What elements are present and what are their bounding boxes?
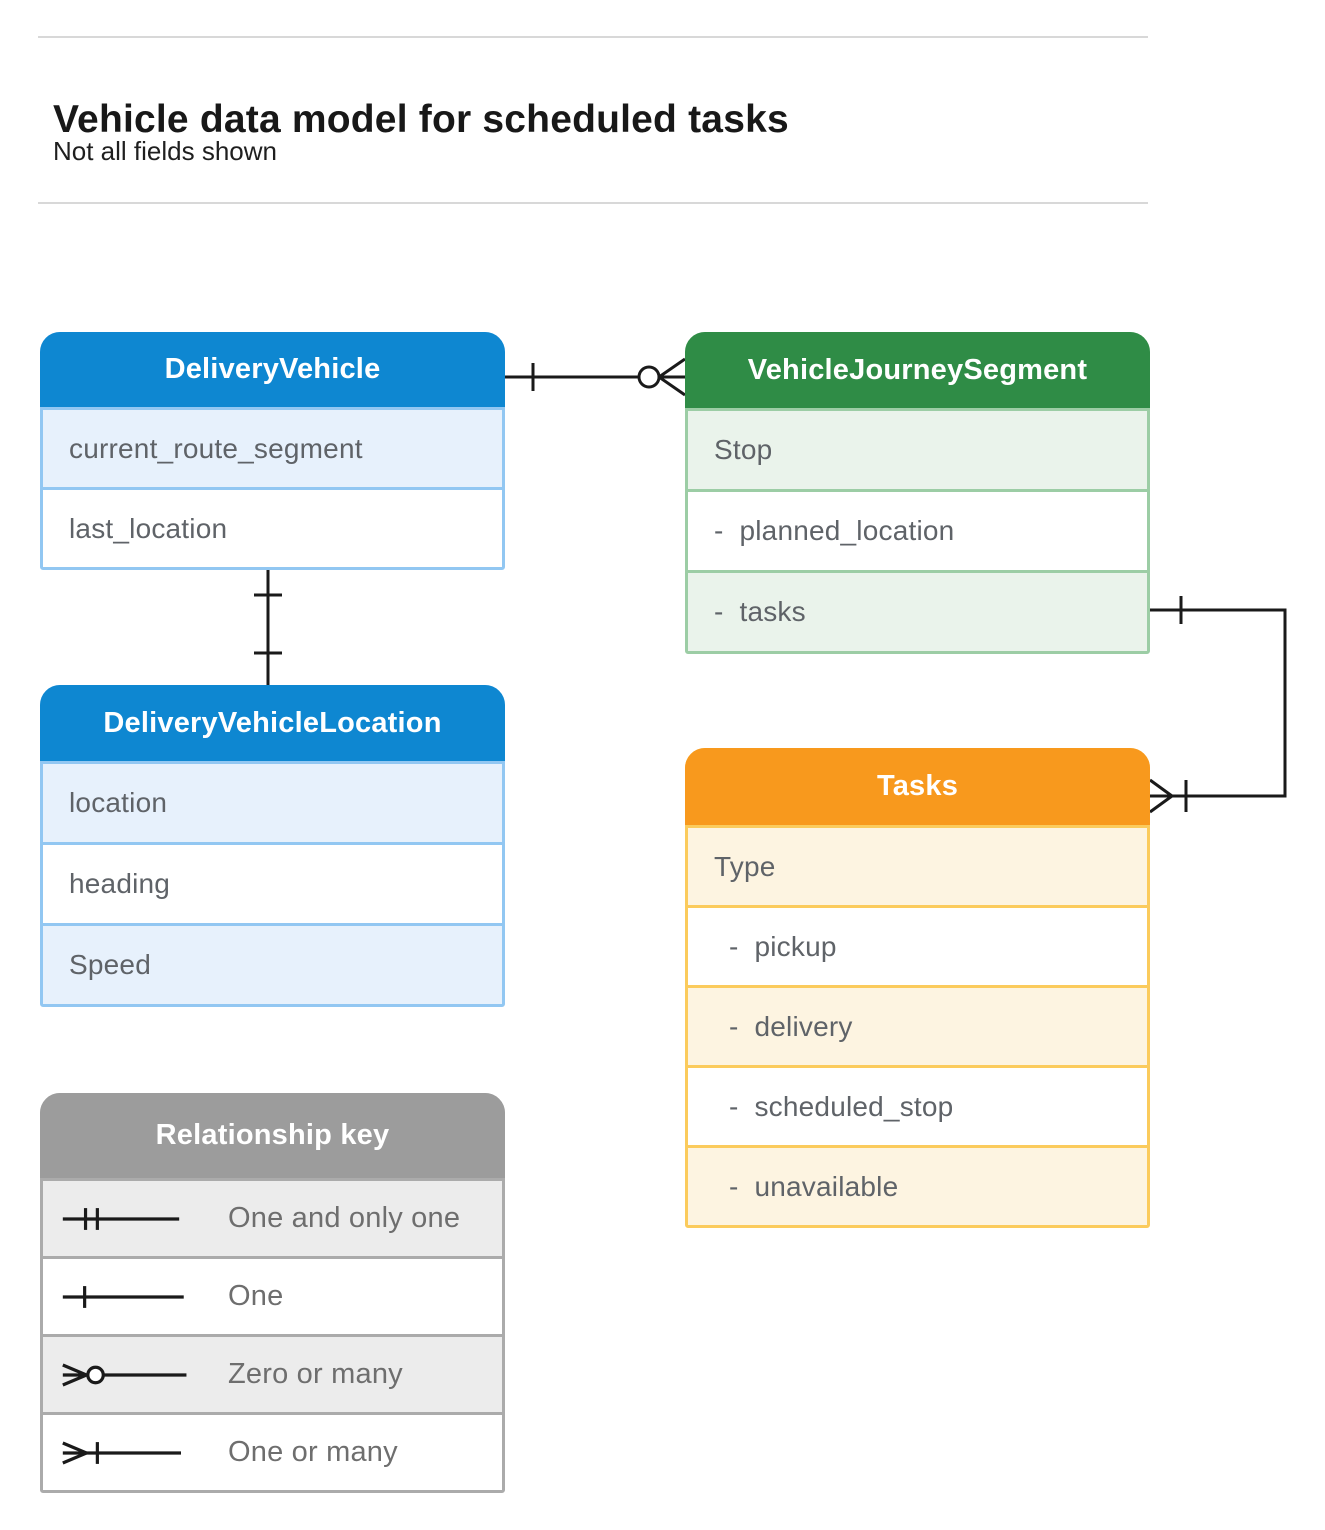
entity-vehicle-journey-segment: VehicleJourneySegment Stop - planned_loc…	[685, 332, 1150, 654]
key-label: One or many	[228, 1436, 398, 1468]
key-row: Zero or many	[43, 1334, 502, 1412]
top-divider	[38, 36, 1148, 38]
field-row: location	[43, 761, 502, 842]
key-row: One	[43, 1256, 502, 1334]
page-title: Vehicle data model for scheduled tasks	[53, 98, 789, 142]
field-row: - unavailable	[688, 1145, 1147, 1225]
field-row: current_route_segment	[43, 407, 502, 487]
field-row: heading	[43, 842, 502, 923]
entity-tasks: Tasks Type - pickup - delivery - schedul…	[685, 748, 1150, 1228]
entity-delivery-vehicle-location: DeliveryVehicleLocation location heading…	[40, 685, 505, 1007]
key-label: Zero or many	[228, 1358, 403, 1390]
entity-title: Tasks	[876, 770, 959, 802]
header-divider	[38, 202, 1148, 204]
key-row: One and only one	[43, 1178, 502, 1256]
connector-deliveryvehicle-deliveryvehiclelocation	[254, 567, 282, 685]
field-row: - pickup	[688, 905, 1147, 985]
field-row: Speed	[43, 923, 502, 1004]
relationship-key-title: Relationship key	[155, 1119, 390, 1151]
field-row: - planned_location	[688, 489, 1147, 570]
entity-vehicle-journey-segment-header: VehicleJourneySegment	[685, 332, 1150, 408]
entity-title: DeliveryVehicle	[164, 353, 381, 385]
one-or-many-icon	[62, 1441, 181, 1464]
zero-or-many-icon	[62, 1363, 187, 1386]
entity-title: DeliveryVehicleLocation	[103, 706, 442, 739]
key-label: One and only one	[228, 1202, 461, 1234]
entity-tasks-header: Tasks	[685, 748, 1150, 825]
one-and-only-one-icon	[62, 1207, 180, 1230]
relationship-key: Relationship key One and only one	[40, 1093, 505, 1493]
field-row: Type	[688, 825, 1147, 905]
field-row: Stop	[688, 408, 1147, 489]
connector-tasksfield-tasks	[1149, 596, 1287, 814]
relationship-key-header: Relationship key	[40, 1093, 505, 1178]
connector-deliveryvehicle-vehiclejourneysegment	[505, 357, 686, 397]
one-icon	[62, 1285, 184, 1308]
field-row: - tasks	[688, 570, 1147, 651]
field-row: last_location	[43, 487, 502, 567]
key-row: One or many	[43, 1412, 502, 1490]
entity-delivery-vehicle-location-header: DeliveryVehicleLocation	[40, 685, 505, 761]
page-subtitle: Not all fields shown	[53, 136, 277, 166]
field-row: - delivery	[688, 985, 1147, 1065]
entity-title: VehicleJourneySegment	[747, 353, 1088, 386]
key-label: One	[228, 1280, 284, 1312]
field-row: - scheduled_stop	[688, 1065, 1147, 1145]
entity-delivery-vehicle: DeliveryVehicle current_route_segment la…	[40, 332, 505, 570]
entity-delivery-vehicle-header: DeliveryVehicle	[40, 332, 505, 407]
